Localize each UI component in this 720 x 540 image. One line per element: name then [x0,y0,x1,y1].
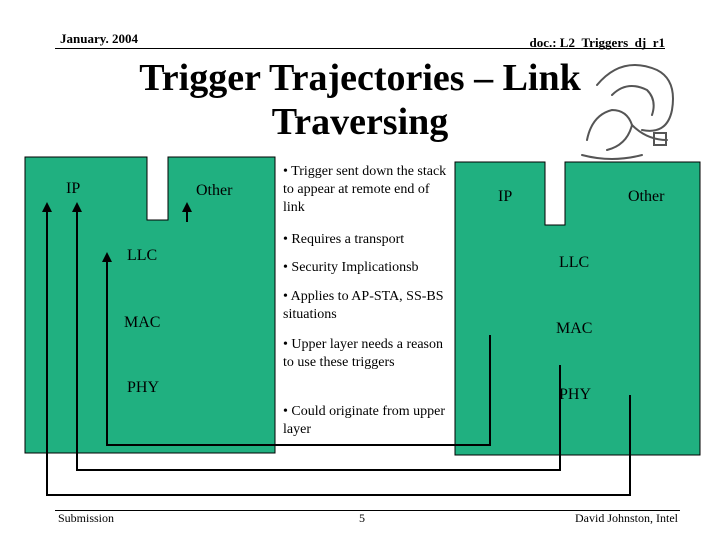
left-other-label: Other [196,182,233,199]
right-ip-label: IP [498,188,513,205]
title-line-2: Traversing [271,101,449,143]
left-phy-label: PHY [127,379,160,396]
trajectory-middle [76,208,561,471]
arrowheads [42,202,192,262]
right-llc-label: LLC [559,254,590,271]
footer-page-number: 5 [359,511,365,525]
bullet-item: • Requires a transport [283,232,405,247]
arrow-llc [102,252,112,262]
bullet-item: • Trigger sent down the stack to appear … [283,164,447,215]
header-date: January. 2004 [60,31,139,46]
header-rule [55,48,665,49]
arrow-ip-left [42,202,52,212]
right-stack-shape [454,161,701,456]
bullet-item: • Could originate from upper layer [283,404,445,437]
footer-rule [55,510,680,511]
bullet-item: • Upper layer needs a reason to use thes… [283,337,443,370]
left-ip-label: IP [66,180,81,197]
trajectory-inner [106,258,491,446]
slide-title: Trigger Trajectories – Link Traversing [0,56,720,144]
right-other-label: Other [628,188,665,205]
title-line-1: Trigger Trajectories – Link [139,57,581,99]
right-phy-label: PHY [559,386,592,403]
trajectory-outer [46,208,631,496]
left-stack-shape [24,156,276,454]
left-llc-label: LLC [127,247,158,264]
logo-icon [581,64,674,160]
bullet-item: • Applies to AP-STA, SS-BS situations [283,289,444,322]
bullet-item: • Security Implicationsb [283,260,419,275]
header-doc-id: doc.: L2_Triggers_dj_r1 [529,35,665,50]
right-mac-label: MAC [556,320,593,337]
footer-submission: Submission [58,511,115,525]
left-mac-label: MAC [124,314,161,331]
footer-author: David Johnston, Intel [575,511,678,525]
arrow-ip-mid [72,202,82,212]
arrow-other [182,202,192,212]
